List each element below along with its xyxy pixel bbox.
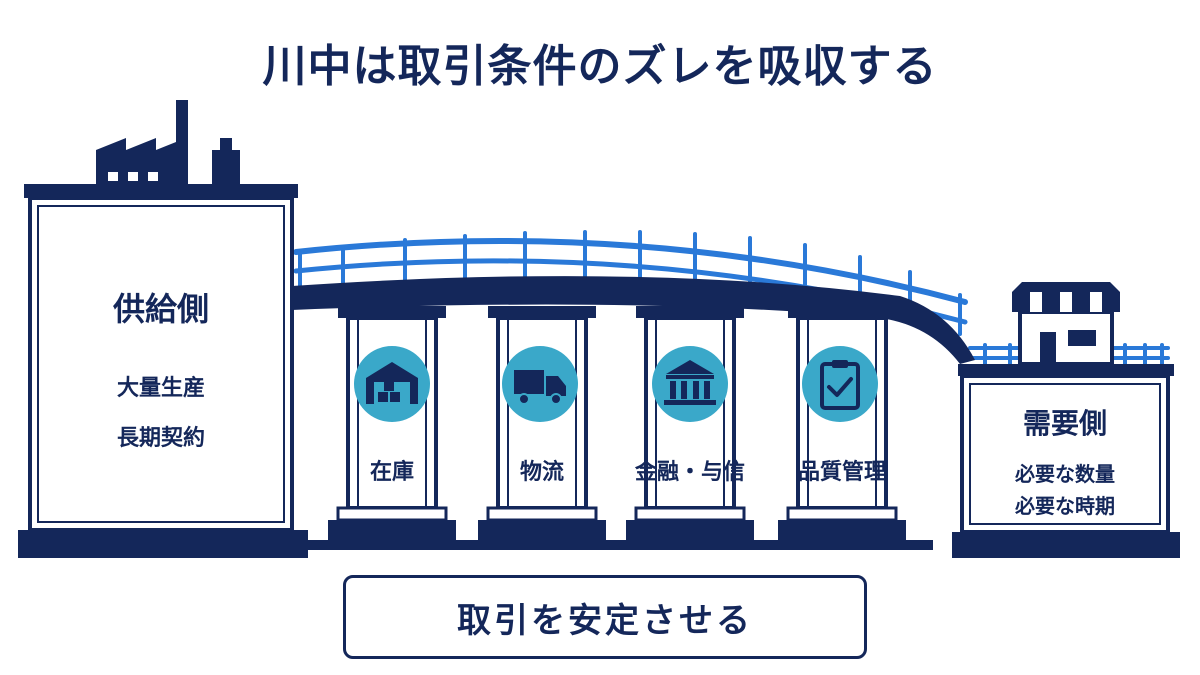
- bottom-callout-text: 取引を安定させる: [457, 600, 753, 641]
- ground: [305, 540, 933, 550]
- pillar-2: [478, 306, 606, 542]
- demand-line-1: 必要な数量: [1015, 462, 1115, 486]
- demand-title: 需要側: [1022, 407, 1107, 440]
- pillar-label-quality: 品質管理: [797, 460, 886, 485]
- supply-line-2: 長期契約: [116, 426, 205, 451]
- pillar-1: [328, 306, 456, 542]
- factory-icon: [96, 100, 240, 185]
- supply-line-1: 大量生産: [116, 376, 205, 401]
- pillar-4: [778, 306, 906, 542]
- bridge-deck: [292, 276, 975, 364]
- pillar-label-inventory: 在庫: [369, 460, 414, 485]
- demand-building: [952, 364, 1180, 558]
- shop-icon: [1012, 282, 1120, 366]
- bridge-railing: [293, 230, 1170, 366]
- truck-icon: [502, 346, 578, 422]
- pillar-label-logistics: 物流: [519, 460, 564, 485]
- clipboard-check-icon: [802, 346, 878, 422]
- demand-line-2: 必要な時期: [1015, 494, 1115, 518]
- bottom-callout: 取引を安定させる: [343, 575, 867, 659]
- pillar-3: [626, 306, 754, 542]
- supply-building: [18, 184, 308, 558]
- warehouse-icon: [354, 346, 430, 422]
- supply-title: 供給側: [112, 290, 209, 328]
- bank-icon: [652, 346, 728, 422]
- page-title: 川中は取引条件のズレを吸収する: [262, 41, 938, 92]
- pillar-label-finance: 金融・与信: [634, 460, 745, 485]
